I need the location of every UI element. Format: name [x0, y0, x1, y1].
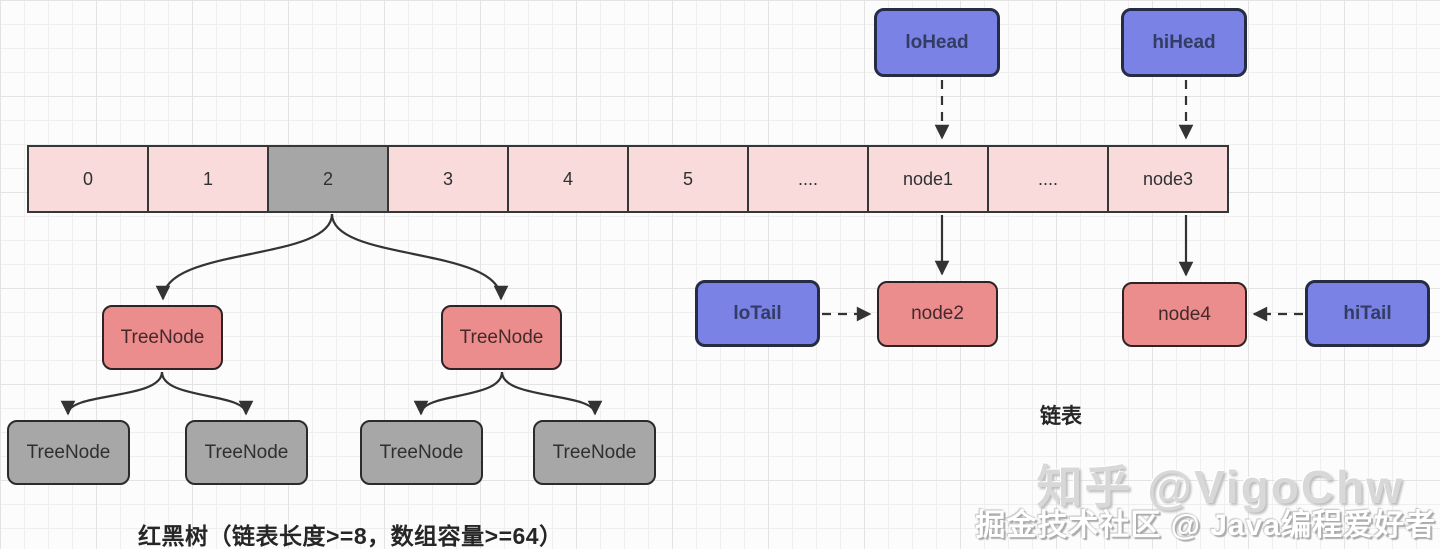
array-cell-0: 0: [27, 145, 149, 213]
treenode-lower-1: TreeNode: [7, 420, 130, 485]
left-treenode-left-child-arrow: [60, 371, 164, 416]
bucket2-to-right-treenode-arrow: [330, 213, 509, 301]
red-black-tree-caption: 红黑树（链表长度>=8，数组容量>=64）: [138, 523, 563, 549]
array-cell-3: 3: [387, 145, 509, 213]
node4-box: node4: [1122, 282, 1247, 347]
lohead-box: loHead: [874, 8, 1000, 77]
bucket2-to-left-treenode-arrow: [155, 213, 334, 301]
treenode-lower-3: TreeNode: [360, 420, 483, 485]
array-cell-2: 2: [267, 145, 389, 213]
array-cell-ellipsis-2: ....: [987, 145, 1109, 213]
node2-box: node2: [877, 281, 998, 347]
array-cell-5: 5: [627, 145, 749, 213]
left-treenode-right-child-arrow: [160, 371, 254, 416]
array-cell-ellipsis-1: ....: [747, 145, 869, 213]
treenode-lower-4: TreeNode: [533, 420, 656, 485]
right-treenode-right-child-arrow: [500, 371, 603, 416]
treenode-lower-2: TreeNode: [185, 420, 308, 485]
array-cell-node1: node1: [867, 145, 989, 213]
hitail-box: hiTail: [1305, 280, 1430, 347]
hash-bucket-array: 0 1 2 3 4 5 .... node1 .... node3: [27, 145, 1229, 213]
juejin-watermark: 掘金技术社区 @ Java编程爱好者: [975, 509, 1436, 542]
lotail-box: loTail: [695, 280, 820, 347]
array-cell-4: 4: [507, 145, 629, 213]
zhihu-watermark: 知乎 @VigoChw: [1036, 461, 1404, 513]
array-cell-1: 1: [147, 145, 269, 213]
treenode-upper-right: TreeNode: [441, 305, 562, 370]
linked-list-label: 链表: [1040, 405, 1082, 428]
right-treenode-left-child-arrow: [413, 371, 504, 416]
array-cell-node3: node3: [1107, 145, 1229, 213]
treenode-upper-left: TreeNode: [102, 305, 223, 370]
hihead-box: hiHead: [1121, 8, 1247, 77]
